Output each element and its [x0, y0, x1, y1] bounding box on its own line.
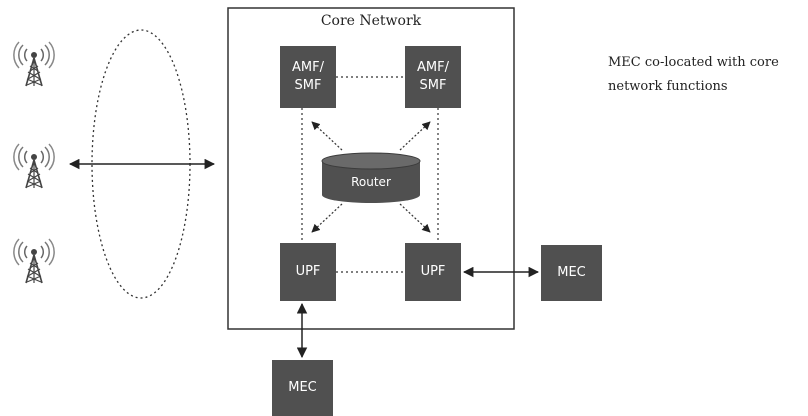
router-label: Router	[351, 175, 391, 189]
annotation-line-1: MEC co-located with core	[608, 55, 779, 70]
core-network-frame	[227, 7, 515, 330]
annotation-line-2: network functions	[608, 79, 728, 94]
cell-tower-icon	[13, 143, 55, 189]
cell-tower-icon	[13, 41, 55, 87]
amf-smf-node-right: AMF/ SMF	[405, 46, 461, 108]
mec-node-bottom: MEC	[272, 360, 333, 416]
upf-node-right: UPF	[405, 243, 461, 301]
router-cylinder	[321, 152, 421, 203]
cell-tower-icon	[13, 238, 55, 284]
core-network-title: Core Network	[320, 13, 422, 29]
router-amf-right-arrow	[399, 121, 431, 151]
router-amf-left-arrow	[311, 121, 343, 151]
annotation-note: MEC co-located with core network functio…	[608, 51, 804, 99]
router-upf-left-arrow	[311, 203, 343, 233]
mec-node-right: MEC	[541, 245, 602, 301]
amf-smf-node-left: AMF/ SMF	[280, 46, 336, 108]
router-upf-right-arrow	[399, 203, 431, 233]
upf-node-left: UPF	[280, 243, 336, 301]
